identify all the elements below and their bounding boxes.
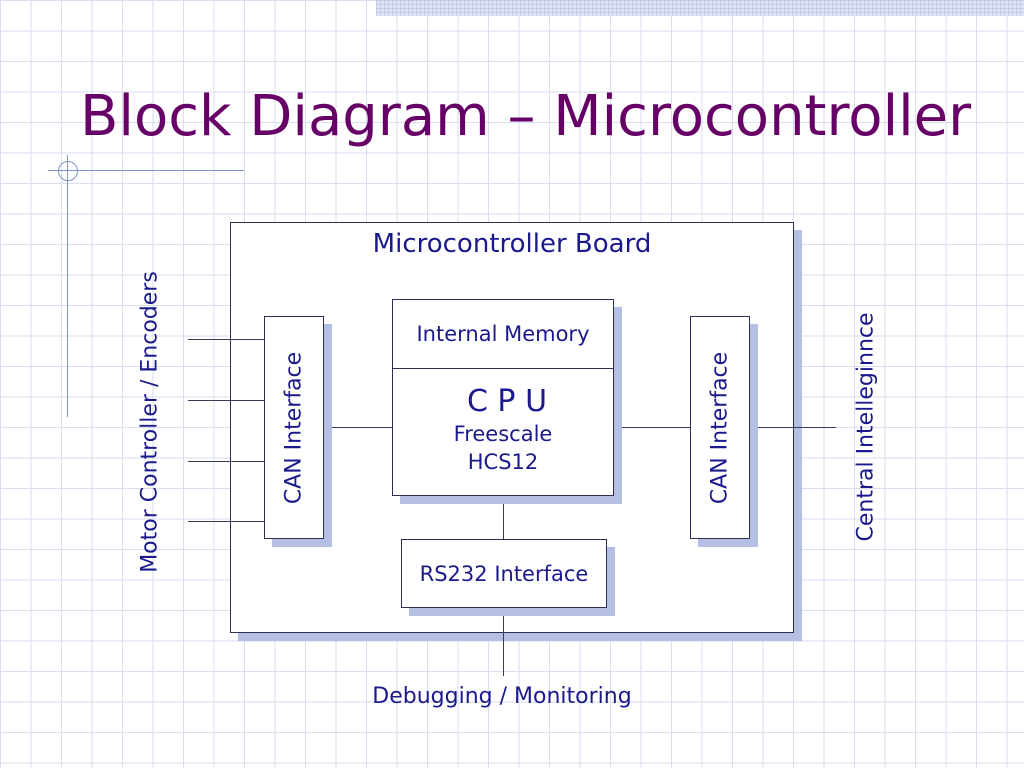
motor-controller-label: Motor Controller / Encoders <box>137 271 163 573</box>
can-interface-left: CAN Interface <box>264 316 324 539</box>
cpu-to-can-right-line <box>614 427 690 428</box>
decorative-circle <box>58 161 78 181</box>
can-interface-right: CAN Interface <box>690 316 750 539</box>
decorative-vertical-line <box>67 155 68 417</box>
can-interface-left-label: CAN Interface <box>281 351 307 504</box>
debugging-monitoring-label: Debugging / Monitoring <box>372 684 632 709</box>
slide-title: Block Diagram – Microcontroller <box>80 84 972 149</box>
internal-memory: Internal Memory <box>393 300 613 369</box>
internal-memory-label: Internal Memory <box>416 322 590 346</box>
can-interface-right-label: CAN Interface <box>707 351 733 504</box>
motor-line-3 <box>188 461 264 462</box>
cpu-vendor: Freescale <box>453 422 553 446</box>
decorative-horizontal-line <box>48 170 244 171</box>
central-intelligence-label: Central Intelleginnce <box>853 312 879 542</box>
cpu-model: HCS12 <box>467 450 539 474</box>
rs232-to-debug-line <box>503 608 504 676</box>
can-right-to-central-line <box>750 427 836 428</box>
motor-line-1 <box>188 339 264 340</box>
decorative-top-band <box>376 0 1024 16</box>
rs232-interface-label: RS232 Interface <box>419 561 589 586</box>
cpu-name: C P U <box>466 384 548 419</box>
motor-line-4 <box>188 521 264 522</box>
can-left-to-cpu-line <box>324 427 392 428</box>
rs232-interface: RS232 Interface <box>401 539 607 608</box>
motor-line-2 <box>188 400 264 401</box>
board-label: Microcontroller Board <box>372 229 652 259</box>
cpu-block: Internal Memory C P U Freescale HCS12 <box>392 299 614 496</box>
cpu-section: C P U Freescale HCS12 <box>393 384 613 476</box>
cpu-to-rs232-line <box>503 496 504 539</box>
